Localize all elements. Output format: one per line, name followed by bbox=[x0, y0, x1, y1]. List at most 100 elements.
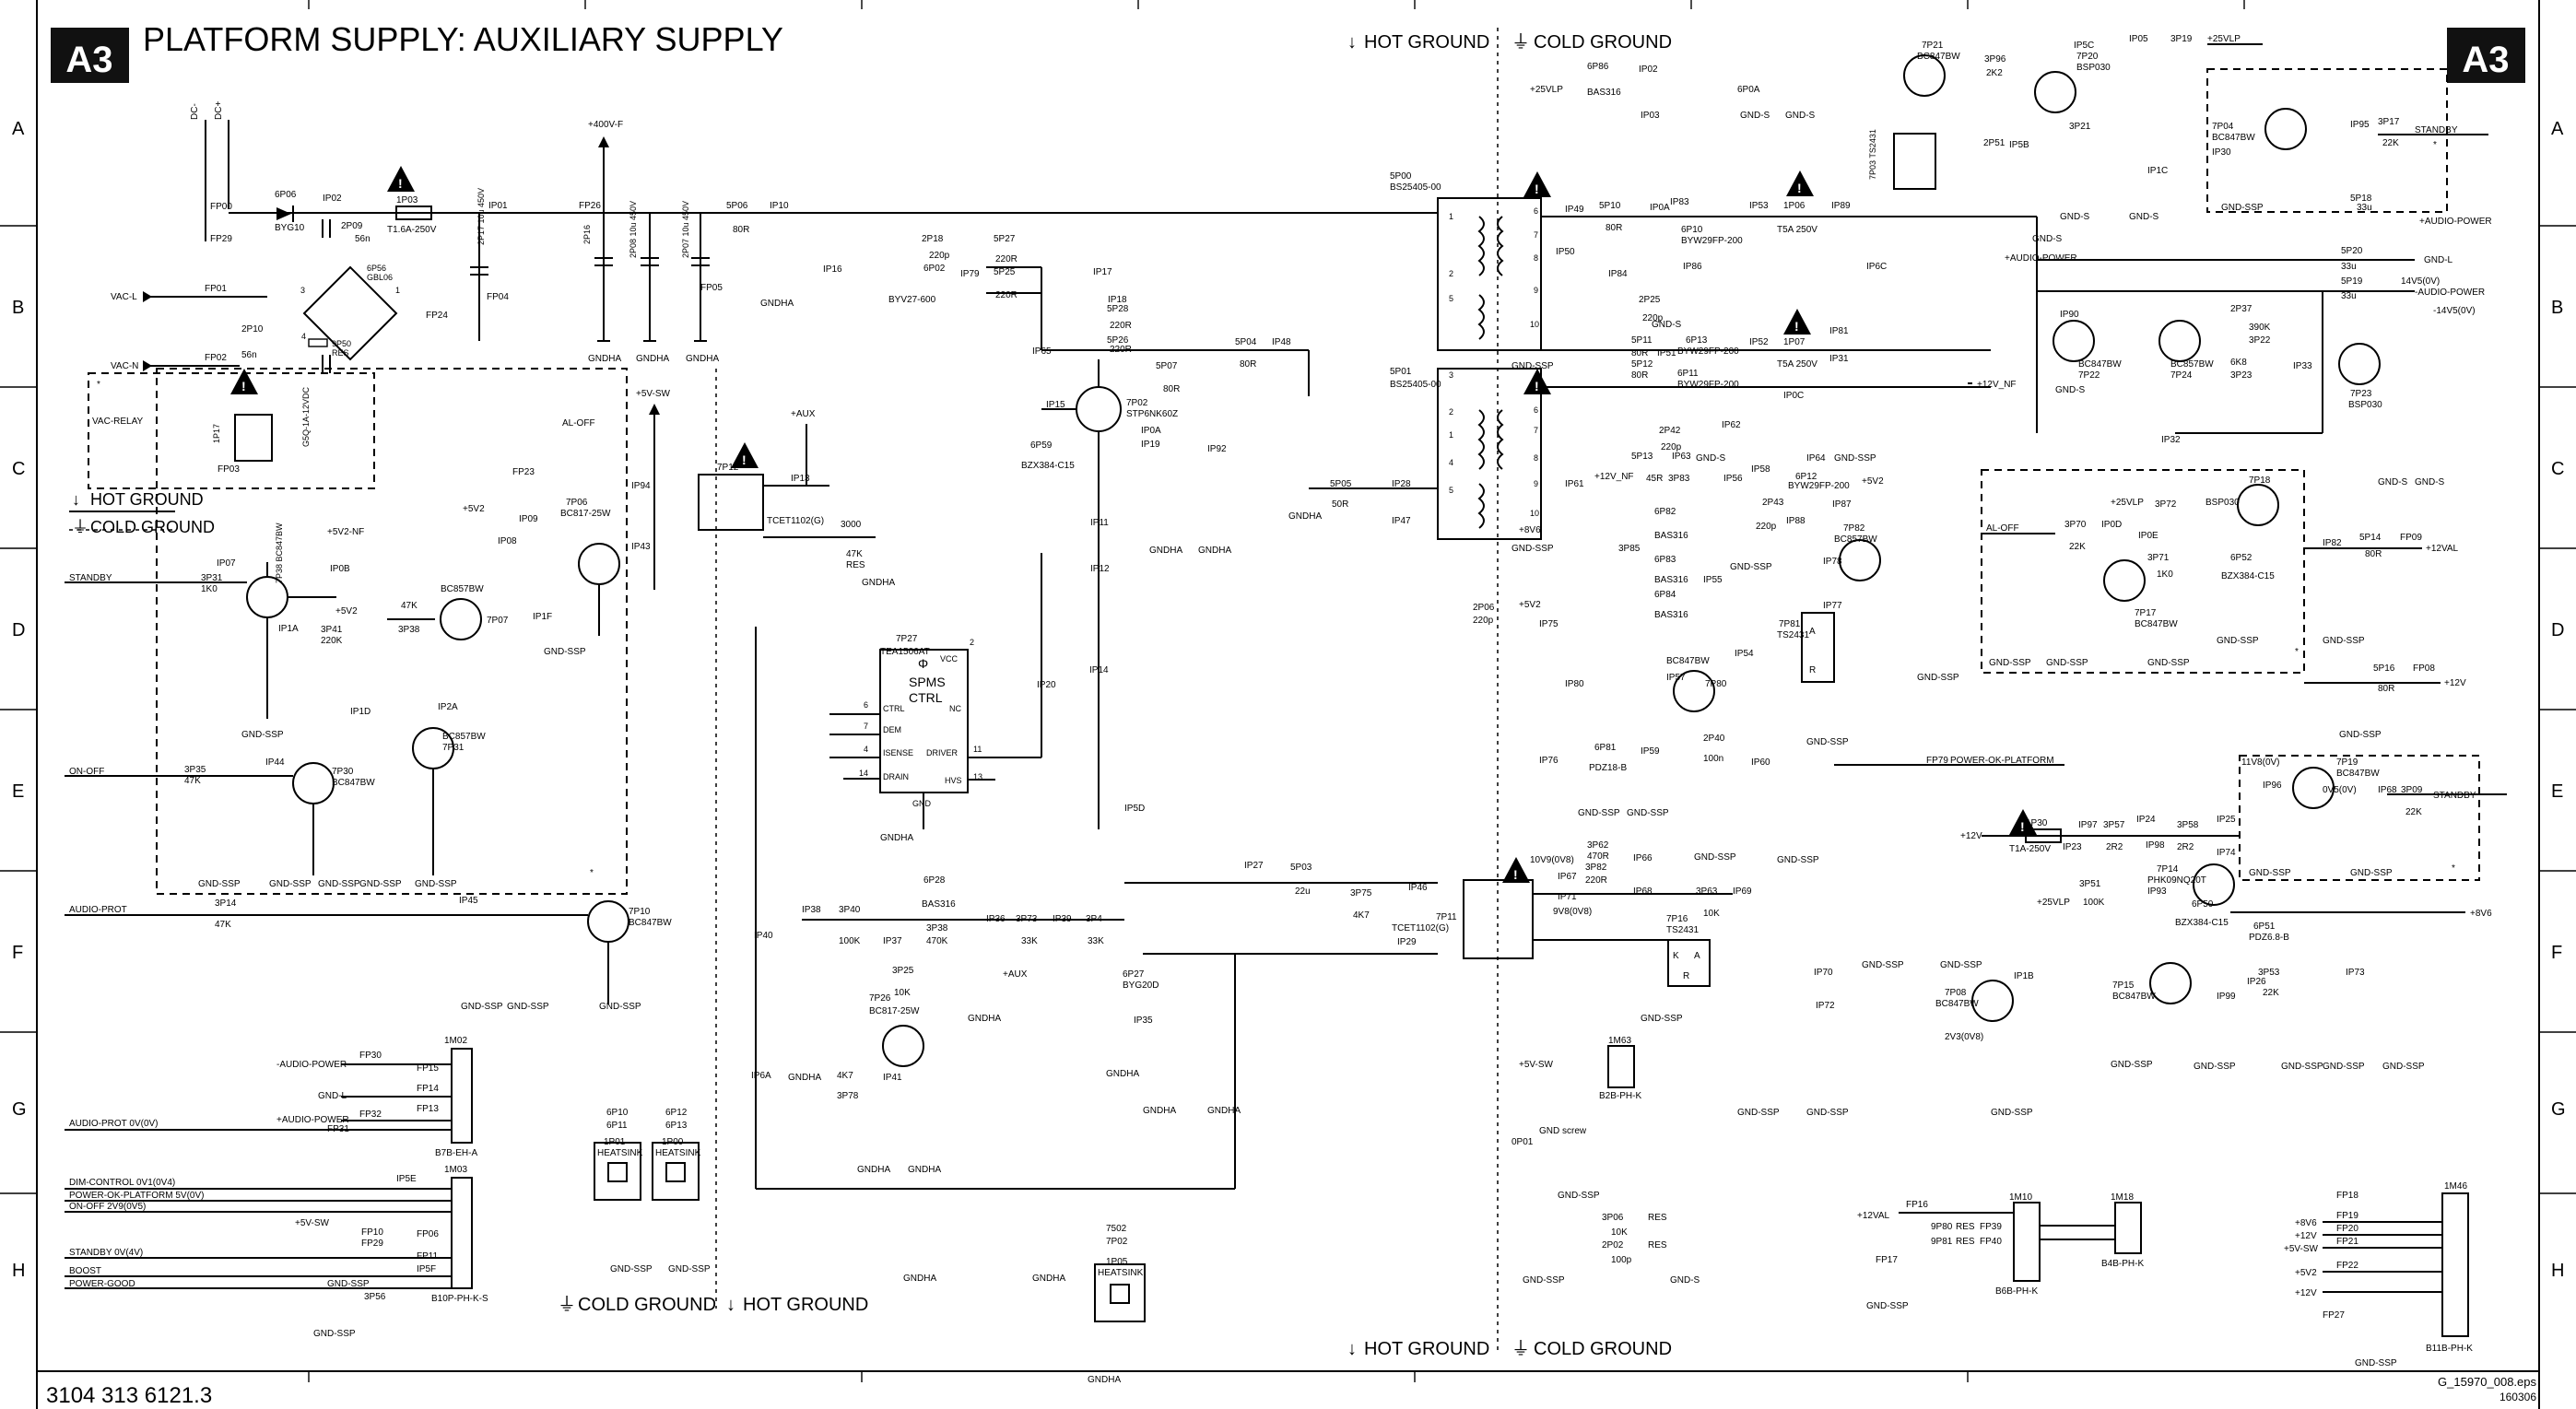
svg-text:1M46: 1M46 bbox=[2444, 1181, 2467, 1192]
sheet-title: PLATFORM SUPPLY: AUXILIARY SUPPLY bbox=[143, 20, 783, 58]
mosfet-value: STP6NK60Z bbox=[1126, 409, 1178, 419]
svg-text:BYV27-600: BYV27-600 bbox=[888, 295, 936, 305]
svg-text:DIM-CONTROL 0V1(0V4): DIM-CONTROL 0V1(0V4) bbox=[69, 1178, 175, 1188]
svg-text:GND-SSP: GND-SSP bbox=[1777, 855, 1819, 865]
svg-text:7P81: 7P81 bbox=[1779, 619, 1801, 629]
svg-text:A: A bbox=[1694, 951, 1700, 961]
svg-text:3P62: 3P62 bbox=[1587, 840, 1609, 851]
svg-text:GND-SSP: GND-SSP bbox=[359, 879, 402, 889]
svg-text:GNDHA: GNDHA bbox=[1288, 511, 1322, 522]
svg-text:80R: 80R bbox=[733, 225, 749, 235]
svg-text:5P25: 5P25 bbox=[994, 267, 1016, 277]
standby-control-block: * +5V2-NF STANDBY ON-OFF AUDIO-PROT bbox=[65, 368, 628, 916]
svg-text:3P38: 3P38 bbox=[398, 625, 420, 635]
svg-text:1K0: 1K0 bbox=[201, 584, 218, 594]
svg-text:IP12: IP12 bbox=[1090, 564, 1110, 574]
bulk-capacitors: 2P17 10u 450V 2P16 2P08 10u 450V 2P07 10… bbox=[470, 188, 719, 364]
svg-text:45R: 45R bbox=[1646, 474, 1663, 484]
svg-text:BYW29FP-200: BYW29FP-200 bbox=[1788, 481, 1850, 491]
svg-text:GND-SSP: GND-SSP bbox=[1641, 1014, 1683, 1024]
cold-ground-label-relay: COLD GROUND bbox=[90, 518, 215, 536]
svg-text:220R: 220R bbox=[1110, 321, 1132, 331]
svg-text:GND-L: GND-L bbox=[318, 1091, 347, 1101]
svg-text:5P13: 5P13 bbox=[1631, 452, 1653, 462]
svg-text:33K: 33K bbox=[1088, 936, 1104, 946]
trafo2-ref: 5P01 bbox=[1390, 367, 1412, 377]
svg-text:7P03 TS2431: 7P03 TS2431 bbox=[1868, 129, 1877, 180]
sheet-badge-right: A3 bbox=[2462, 40, 2509, 80]
svg-text:RES: RES bbox=[1956, 1237, 1975, 1247]
svg-text:IP92: IP92 bbox=[1207, 444, 1227, 454]
svg-text:GND-SSP: GND-SSP bbox=[544, 647, 586, 657]
svg-text:FP30: FP30 bbox=[359, 1051, 382, 1061]
svg-text:3: 3 bbox=[1449, 370, 1453, 380]
svg-text:A: A bbox=[1809, 627, 1816, 637]
svg-text:33u: 33u bbox=[2341, 262, 2357, 272]
svg-text:↓: ↓ bbox=[726, 1295, 735, 1315]
net-dc-minus: DC- bbox=[190, 103, 200, 120]
svg-text:IP17: IP17 bbox=[1093, 267, 1112, 277]
svg-text:*: * bbox=[2452, 863, 2455, 874]
svg-text:IP20: IP20 bbox=[1037, 680, 1056, 690]
svg-text:GND-SSP: GND-SSP bbox=[1523, 1275, 1565, 1286]
svg-text:+AUDIO-POWER: +AUDIO-POWER bbox=[276, 1115, 349, 1125]
svg-text:BZX384-C15: BZX384-C15 bbox=[1021, 461, 1075, 471]
svg-text:6P81: 6P81 bbox=[1594, 743, 1617, 753]
svg-text:GND-SSP: GND-SSP bbox=[599, 1002, 641, 1012]
net-25vlp-2: +25VLP bbox=[2207, 34, 2241, 44]
svg-text:GND-SSP: GND-SSP bbox=[2355, 1358, 2397, 1368]
svg-text:FP11: FP11 bbox=[417, 1251, 439, 1262]
net-5v2-fb: +5V2 bbox=[1519, 600, 1541, 610]
row-label-c-right: C bbox=[2551, 459, 2564, 479]
svg-text:GND-SSP: GND-SSP bbox=[1511, 544, 1554, 554]
row-label-d-right: D bbox=[2551, 620, 2564, 640]
net-al-off-2: AL-OFF bbox=[1986, 523, 2019, 534]
svg-text:3P40: 3P40 bbox=[839, 905, 861, 915]
svg-text:7P19: 7P19 bbox=[2336, 757, 2358, 768]
svg-text:IP30: IP30 bbox=[2212, 147, 2231, 158]
svg-text:IP18: IP18 bbox=[1108, 295, 1127, 305]
svg-text:IP81: IP81 bbox=[1829, 326, 1849, 336]
net-m14v5: -14V5(0V) bbox=[2433, 306, 2476, 316]
svg-text:!: ! bbox=[1535, 182, 1539, 196]
svg-text:IP0B: IP0B bbox=[330, 564, 350, 574]
svg-text:FP13: FP13 bbox=[417, 1104, 439, 1114]
svg-text:GND-SSP: GND-SSP bbox=[1578, 808, 1620, 818]
svg-text:IP57: IP57 bbox=[1666, 673, 1686, 683]
svg-text:7P07: 7P07 bbox=[487, 616, 509, 626]
svg-text:+12V: +12V bbox=[2295, 1288, 2317, 1298]
svg-text:*: * bbox=[590, 868, 594, 878]
svg-text:GNDHA: GNDHA bbox=[1032, 1274, 1065, 1284]
svg-text:RES: RES bbox=[1648, 1213, 1667, 1223]
svg-text:4: 4 bbox=[864, 745, 868, 754]
svg-text:10: 10 bbox=[1530, 320, 1539, 329]
row-label-a-right: A bbox=[2551, 119, 2564, 139]
svg-text:5P20: 5P20 bbox=[2341, 246, 2363, 256]
net-12v-nf-2: +12V_NF bbox=[1594, 472, 1634, 482]
svg-text:BSP030: BSP030 bbox=[2076, 63, 2111, 73]
svg-text:GND-S: GND-S bbox=[1785, 111, 1816, 121]
svg-text:IP28: IP28 bbox=[1392, 479, 1411, 489]
svg-text:7P26: 7P26 bbox=[869, 993, 891, 1004]
svg-text:2: 2 bbox=[970, 638, 974, 647]
svg-text:-AUDIO-POWER: -AUDIO-POWER bbox=[276, 1060, 347, 1070]
svg-text:!: ! bbox=[2020, 819, 2025, 834]
svg-text:BAS316: BAS316 bbox=[922, 899, 956, 910]
svg-text:IP89: IP89 bbox=[1831, 201, 1851, 211]
svg-text:1M03: 1M03 bbox=[444, 1165, 467, 1175]
svg-text:7P10: 7P10 bbox=[629, 907, 651, 917]
svg-text:FP03: FP03 bbox=[218, 464, 240, 475]
svg-text:470K: 470K bbox=[926, 936, 948, 946]
svg-text:2R2: 2R2 bbox=[2177, 842, 2194, 852]
svg-text:33u: 33u bbox=[2341, 291, 2357, 301]
fuse-12v-ref: 1P30 bbox=[2026, 818, 2048, 828]
svg-text:7P20: 7P20 bbox=[2076, 52, 2099, 62]
svg-text:IP73: IP73 bbox=[2346, 968, 2365, 978]
svg-text:220R: 220R bbox=[995, 290, 1017, 300]
opto2-ref: 7P11 bbox=[1436, 912, 1457, 922]
svg-text:IP02: IP02 bbox=[1639, 65, 1658, 75]
svg-text:7: 7 bbox=[864, 722, 868, 731]
svg-text:+5V2: +5V2 bbox=[2295, 1268, 2317, 1278]
svg-text:5P05: 5P05 bbox=[1330, 479, 1352, 489]
net-25vlp-3: +25VLP bbox=[2111, 498, 2144, 508]
